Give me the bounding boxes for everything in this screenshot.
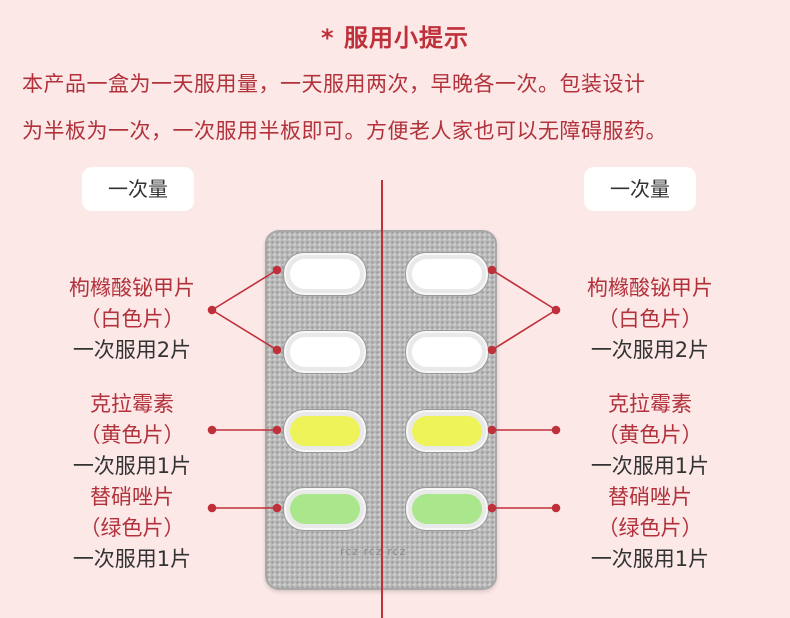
pill-white-left-1: [283, 252, 367, 296]
label-pill-color: （黄色片）: [79, 423, 185, 447]
pointer-line-right-white-1: [491, 269, 557, 311]
label-left-white: 枸橼酸铋甲片 （白色片） 一次服用2片: [52, 273, 212, 366]
description-line-1: 本产品一盒为一天服用量，一天服用两次，早晚各一次。包装设计: [22, 72, 646, 96]
pill-white-right-2: [405, 330, 489, 374]
label-right-yellow: 克拉霉素 （黄色片） 一次服用1片: [570, 389, 730, 482]
pill-white-right-1: [405, 252, 489, 296]
label-right-white: 枸橼酸铋甲片 （白色片） 一次服用2片: [570, 273, 730, 366]
pill-green-left: [283, 487, 367, 531]
description-line-2: 为半板为一次，一次服用半板即可。方便老人家也可以无障碍服药。: [22, 119, 667, 143]
label-drug-name: 克拉霉素: [90, 392, 174, 416]
label-drug-name: 克拉霉素: [608, 392, 692, 416]
label-dose: 一次服用1片: [72, 454, 192, 478]
pill-white-left-2: [283, 330, 367, 374]
label-right-green: 替硝唑片 （绿色片） 一次服用1片: [570, 482, 730, 575]
pointer-line-left-white-1: [211, 269, 278, 311]
pill-yellow-right: [405, 409, 489, 453]
pointer-line-right-white-2: [491, 309, 557, 351]
label-pill-color: （白色片）: [79, 307, 185, 331]
dose-box-left: 一次量: [82, 167, 194, 211]
label-dose: 一次服用2片: [72, 338, 192, 362]
pointer-dot-left-white: [207, 305, 217, 315]
label-dose: 一次服用2片: [590, 338, 710, 362]
label-drug-name: 替硝唑片: [90, 485, 174, 509]
label-pill-color: （黄色片）: [597, 423, 703, 447]
label-pill-color: （白色片）: [597, 307, 703, 331]
label-left-yellow: 克拉霉素 （黄色片） 一次服用1片: [52, 389, 212, 482]
label-drug-name: 枸橼酸铋甲片: [69, 276, 195, 300]
page-title: * 服用小提示: [321, 24, 469, 52]
label-dose: 一次服用1片: [72, 547, 192, 571]
label-drug-name: 枸橼酸铋甲片: [587, 276, 713, 300]
label-pill-color: （绿色片）: [597, 516, 703, 540]
label-dose: 一次服用1片: [590, 454, 710, 478]
label-dose: 一次服用1片: [590, 547, 710, 571]
dose-box-right: 一次量: [584, 167, 696, 211]
pointer-line-left-white-2: [211, 309, 278, 351]
pill-yellow-left: [283, 409, 367, 453]
label-pill-color: （绿色片）: [79, 516, 185, 540]
center-divider-line: [381, 180, 383, 618]
label-drug-name: 替硝唑片: [608, 485, 692, 509]
label-left-green: 替硝唑片 （绿色片） 一次服用1片: [52, 482, 212, 575]
blister-print-text: rcz rcz rcz: [340, 545, 407, 558]
